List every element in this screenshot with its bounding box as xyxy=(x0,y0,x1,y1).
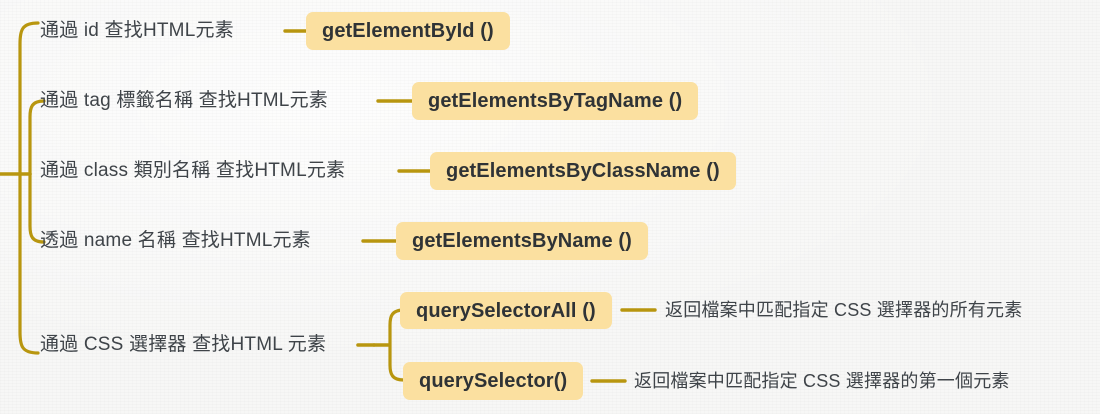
code-chip-query-selector[interactable]: querySelector() xyxy=(403,362,584,400)
description-query-selector-all: 返回檔案中匹配指定 CSS 選擇器的所有元素 xyxy=(665,300,1023,320)
code-chip-get-elements-by-tag-name[interactable]: getElementsByTagName () xyxy=(412,82,699,120)
branch-label-by-id: 通過 id 查找HTML元素 xyxy=(40,20,234,41)
code-chip-get-elements-by-name[interactable]: getElementsByName () xyxy=(396,222,648,260)
code-chip-query-selector-all[interactable]: querySelectorAll () xyxy=(400,292,612,329)
code-chip-get-element-by-id[interactable]: getElementById () xyxy=(306,12,510,50)
description-query-selector: 返回檔案中匹配指定 CSS 選擇器的第一個元素 xyxy=(634,371,1010,391)
code-chip-get-elements-by-class-name[interactable]: getElementsByClassName () xyxy=(430,152,736,190)
branch-label-by-name: 透過 name 名稱 查找HTML元素 xyxy=(40,230,311,251)
branch-label-by-tag: 通過 tag 標籤名稱 查找HTML元素 xyxy=(40,90,328,111)
branch-label-by-css-selector: 通過 CSS 選擇器 查找HTML 元素 xyxy=(40,334,327,355)
branch-label-by-class: 通過 class 類別名稱 查找HTML元素 xyxy=(40,160,346,181)
